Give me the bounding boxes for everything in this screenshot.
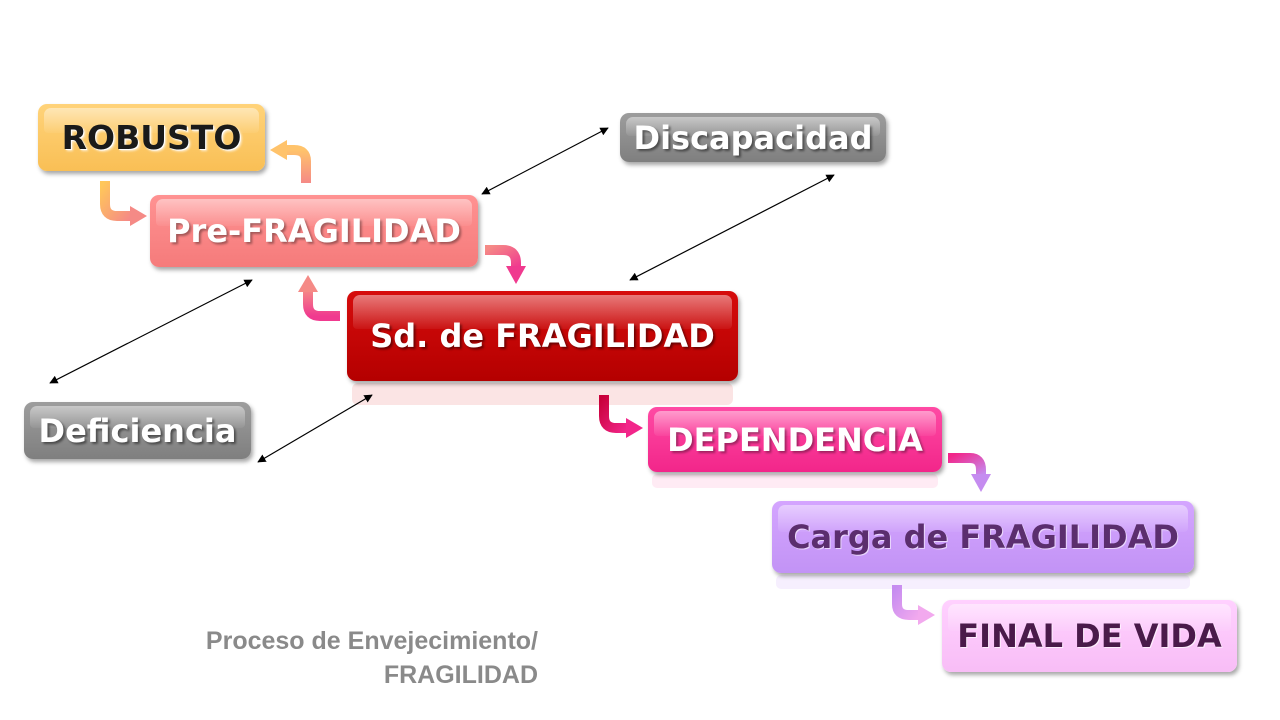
reflection-carga	[776, 575, 1190, 589]
double-arrow-prefragilidad-deficiencia	[49, 279, 253, 384]
arrow-prefragilidad-to-sdfragilidad	[485, 245, 526, 284]
caption-line-2: FRAGILIDAD	[383, 661, 538, 689]
node-deficiencia: Deficiencia	[24, 402, 251, 459]
reflection-dependencia	[652, 474, 938, 488]
caption-line-1: Proceso de Envejecimiento/	[205, 627, 538, 655]
node-sdfragilidad-label: Sd. de FRAGILIDAD	[370, 317, 715, 355]
double-arrow-sdfragilidad-deficiencia	[257, 394, 373, 463]
node-final-de-vida: FINAL DE VIDA	[942, 600, 1237, 672]
node-dependencia: DEPENDENCIA	[648, 407, 942, 472]
node-robusto: ROBUSTO	[38, 104, 265, 171]
arrow-sdfragilidad-to-prefragilidad	[298, 275, 340, 321]
node-prefragilidad: Pre-FRAGILIDAD	[150, 195, 478, 267]
arrow-prefragilidad-to-robusto	[270, 140, 311, 183]
double-arrow-prefragilidad-discapacidad	[481, 127, 609, 195]
node-deficiencia-label: Deficiencia	[38, 411, 237, 450]
node-final-de-vida-label: FINAL DE VIDA	[957, 617, 1222, 655]
reflection-sdfragilidad	[352, 383, 733, 405]
arrow-sdfragilidad-to-dependencia	[599, 395, 643, 438]
node-dependencia-label: DEPENDENCIA	[667, 420, 923, 459]
arrow-dependencia-to-carga	[948, 453, 991, 492]
arrow-carga-to-final	[892, 585, 935, 625]
node-robusto-label: ROBUSTO	[61, 118, 242, 157]
node-discapacidad-label: Discapacidad	[633, 118, 873, 157]
node-discapacidad: Discapacidad	[620, 113, 886, 162]
diagram-caption: Proceso de Envejecimiento/ FRAGILIDAD	[60, 624, 538, 692]
node-sdfragilidad: Sd. de FRAGILIDAD	[347, 291, 738, 381]
node-carga-fragilidad-label: Carga de FRAGILIDAD	[787, 518, 1179, 556]
node-prefragilidad-label: Pre-FRAGILIDAD	[167, 212, 461, 250]
node-carga-fragilidad: Carga de FRAGILIDAD	[772, 501, 1194, 573]
arrow-robusto-to-prefragilidad	[100, 181, 147, 226]
double-arrow-sdfragilidad-discapacidad	[629, 174, 835, 281]
